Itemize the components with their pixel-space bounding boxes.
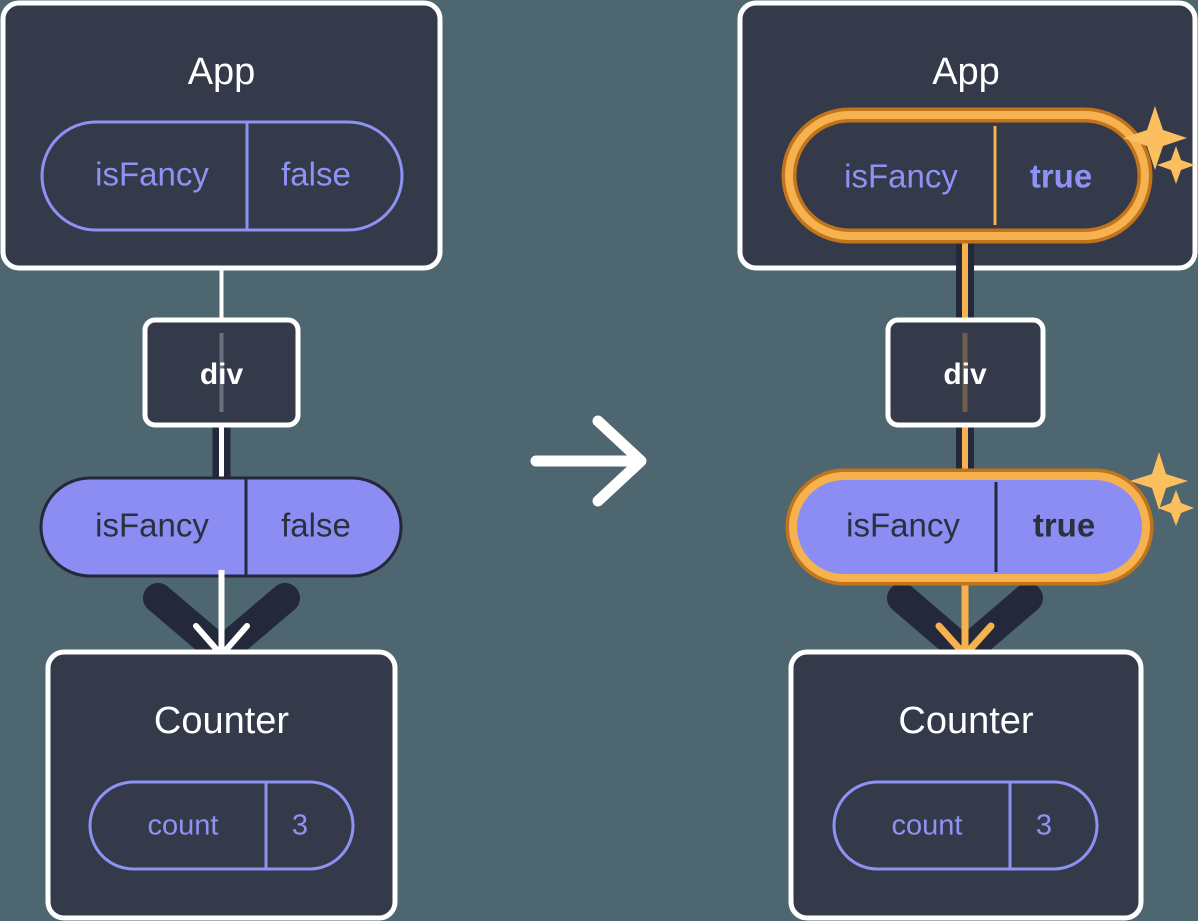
sparkle-small-icon [1157, 146, 1195, 184]
div-box-shape [142, 317, 301, 428]
sparkle-group-prop-pill [1130, 452, 1194, 526]
sparkle-small-icon [1158, 490, 1194, 526]
app-title-before: App [188, 51, 256, 93]
app-state-pill-before: isFancy false [40, 120, 404, 232]
sparkle-large-icon [1123, 106, 1187, 170]
counter-box-shape [45, 649, 398, 921]
div-box-shape [885, 317, 1046, 428]
panel-after: App isFancy true [737, 0, 1198, 921]
sparkle-group-app-pill [1123, 106, 1195, 184]
counter-title-after: Counter [898, 700, 1034, 742]
pill-key-label: count [892, 810, 963, 842]
pill-key-label: isFancy [95, 156, 209, 193]
pill-value-label: 3 [1036, 810, 1052, 842]
pill-value-label: false [281, 507, 351, 544]
div-label: div [943, 358, 987, 391]
counter-state-pill-after: count 3 [832, 780, 1099, 871]
prop-pill-after[interactable]: isFancy true [785, 468, 1154, 586]
pill-value-label: 3 [292, 810, 308, 842]
pill-value-label: false [281, 156, 351, 193]
app-title-after: App [932, 51, 1000, 93]
div-element-before: div [142, 317, 301, 428]
counter-card-before: Counter count 3 [45, 649, 398, 921]
sparkle-large-icon [1130, 452, 1188, 510]
div-element-after: div [885, 317, 1046, 428]
pill-value-label: true [1033, 507, 1095, 544]
pill-highlight-inner-ring [789, 472, 1150, 582]
pill-outline-shape [40, 120, 404, 232]
app-state-pill-after[interactable]: isFancy true [781, 107, 1153, 244]
pill-key-label: isFancy [95, 507, 209, 544]
counter-title-before: Counter [154, 700, 290, 742]
counter-box-shape [788, 649, 1144, 921]
pill-key-label: isFancy [844, 158, 958, 195]
counter-state-pill-before: count 3 [88, 780, 355, 871]
pill-highlight-inner-ring [785, 111, 1149, 240]
arrow-prop-to-counter-before [143, 570, 300, 667]
div-label: div [200, 358, 244, 391]
transition-arrow-icon [530, 415, 647, 507]
pill-outline-shape [832, 780, 1099, 871]
pill-value-label: true [1030, 158, 1092, 195]
panel-before: App isFancy false div [0, 0, 443, 921]
prop-pill-before: isFancy false [39, 476, 403, 578]
pill-key-label: isFancy [846, 507, 960, 544]
counter-card-after: Counter count 3 [788, 649, 1144, 921]
app-card-before [0, 0, 443, 271]
pill-outline-shape [88, 780, 355, 871]
pill-key-label: count [148, 810, 219, 842]
